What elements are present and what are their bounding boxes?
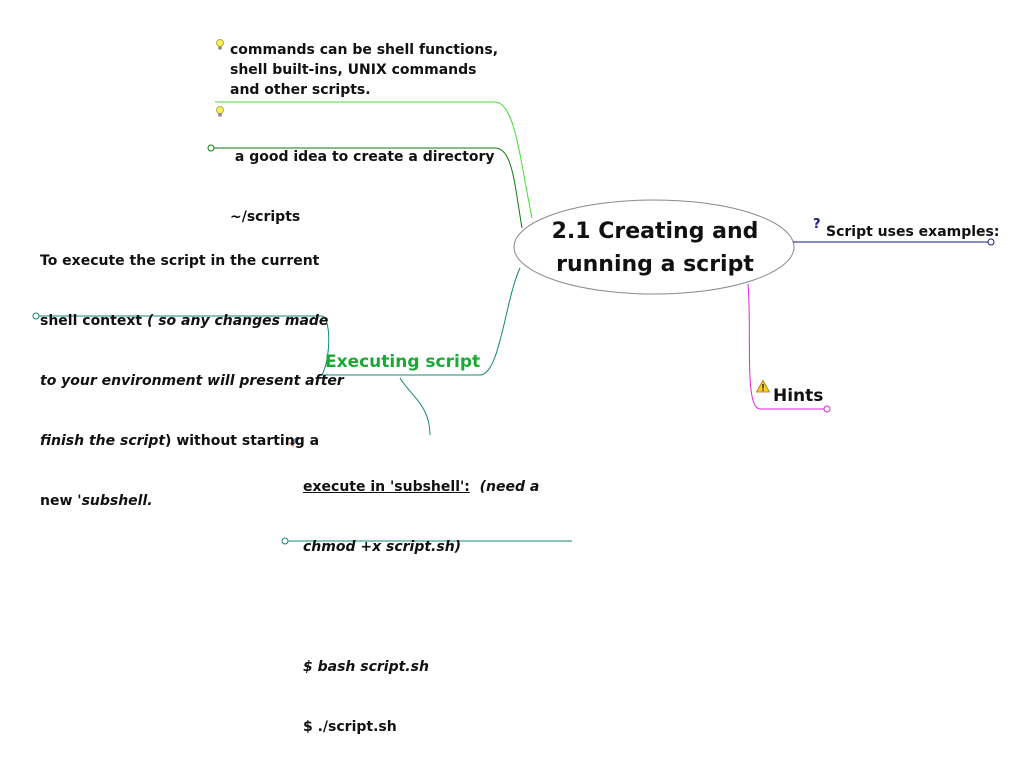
mind-map-connectors (32, 39, 995, 545)
node-directory[interactable]: a good idea to create a directory ~/scri… (230, 107, 495, 247)
node-directory-line: ~/scripts (230, 209, 301, 225)
central-topic[interactable]: 2.1 Creating and running a script (520, 215, 790, 281)
connector-hints (747, 283, 825, 410)
node-commands-line: shell built-ins, UNIX commands (230, 62, 477, 78)
node-directory-line: a good idea to create a directory (230, 149, 495, 165)
rocket-icon (289, 436, 300, 447)
blank-line (303, 597, 539, 617)
connector-end-directory[interactable] (207, 144, 215, 152)
node-subshell-line: execute in 'subshell': (need a (303, 477, 539, 497)
node-execute-context-line: finish the script) without starting a (40, 431, 344, 451)
connector-commands (215, 101, 533, 219)
lightbulb-icon (216, 39, 224, 50)
node-execute-context-line: to your environment will present after (40, 373, 344, 389)
text-italic: finish the script (40, 433, 166, 449)
node-subshell-line: $ ./script.sh (303, 719, 397, 735)
node-examples[interactable]: Script uses examples: (826, 224, 1000, 240)
text-normal: new ' (40, 493, 82, 509)
central-topic-ellipse[interactable] (513, 199, 795, 295)
node-execute-context-line: new 'subshell. (40, 491, 344, 511)
connector-end-execute-context[interactable] (32, 312, 40, 320)
connector-directory (212, 147, 523, 229)
node-commands[interactable]: commands can be shell functions, shell b… (230, 40, 498, 100)
node-subshell[interactable]: execute in 'subshell': (need a chmod +x … (303, 437, 539, 757)
connector-end-hints[interactable] (823, 405, 831, 413)
node-execute-context-line: To execute the script in the current (40, 253, 320, 269)
connector-end-examples[interactable] (987, 238, 995, 246)
node-subshell-line: chmod +x script.sh) (303, 539, 462, 555)
node-commands-line: and other scripts. (230, 82, 371, 98)
text-normal: ) without starting a (165, 433, 320, 449)
text-normal: shell context (40, 313, 147, 329)
text-italic: (need a (469, 479, 540, 495)
node-commands-line: commands can be shell functions, (230, 42, 499, 58)
text-italic: subshell. (81, 493, 153, 509)
node-executing-script[interactable]: Executing script (325, 352, 481, 372)
node-execute-context-line: shell context ( so any changes made (40, 311, 344, 331)
central-topic-line-1: 2.1 Creating and (551, 219, 759, 244)
node-execute-context[interactable]: To execute the script in the current she… (40, 211, 344, 531)
question-icon: ? (813, 217, 821, 232)
text-italic: ( so any changes made (146, 313, 329, 329)
connector-executing-script (322, 267, 521, 376)
connector-execute-context (37, 315, 330, 376)
node-subshell-line: $ bash script.sh (303, 659, 429, 675)
central-topic-line-2: running a script (556, 252, 754, 277)
warning-icon (755, 379, 771, 393)
lightbulb-icon (216, 106, 224, 117)
connector-subshell (399, 377, 431, 436)
text-underlined: execute in 'subshell': (303, 479, 470, 495)
node-hints[interactable]: Hints (773, 386, 824, 406)
connector-end-subshell[interactable] (281, 537, 289, 545)
